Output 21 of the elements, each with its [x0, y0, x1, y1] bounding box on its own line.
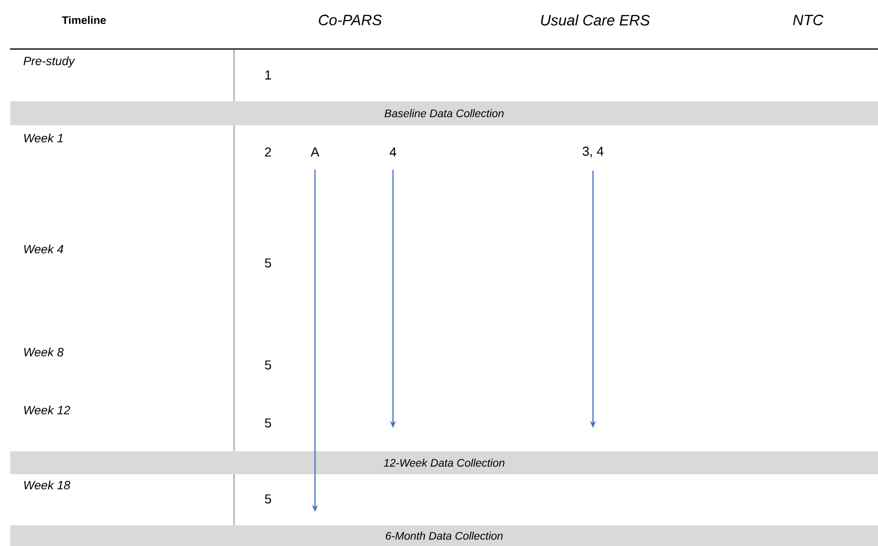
step-number: 1	[265, 70, 271, 80]
row-label: Week 12	[24, 406, 70, 414]
step-number: 5	[264, 418, 272, 428]
row-label: Week 4	[24, 244, 64, 254]
section-band: 12-Week Data Collection	[10, 451, 878, 474]
column-header: Usual Care ERS	[541, 14, 650, 26]
row-label: Week 18	[24, 480, 70, 490]
step-number: 2	[265, 147, 271, 157]
row-label: Week 8	[24, 348, 64, 356]
step-number: 4	[390, 148, 396, 156]
column-header: Timeline	[62, 16, 106, 24]
row-label: Pre-study	[24, 56, 76, 68]
step-number: 5	[264, 258, 272, 268]
column-header: Co-PARS	[318, 14, 382, 26]
step-number: 5	[264, 494, 272, 504]
step-number: 3, 4	[582, 146, 604, 158]
section-band: 6-Month Data Collection	[10, 525, 878, 546]
step-number: A	[310, 148, 320, 156]
step-number: 5	[264, 360, 272, 370]
column-header: NTC	[793, 14, 824, 26]
section-band: Baseline Data Collection	[10, 101, 878, 126]
